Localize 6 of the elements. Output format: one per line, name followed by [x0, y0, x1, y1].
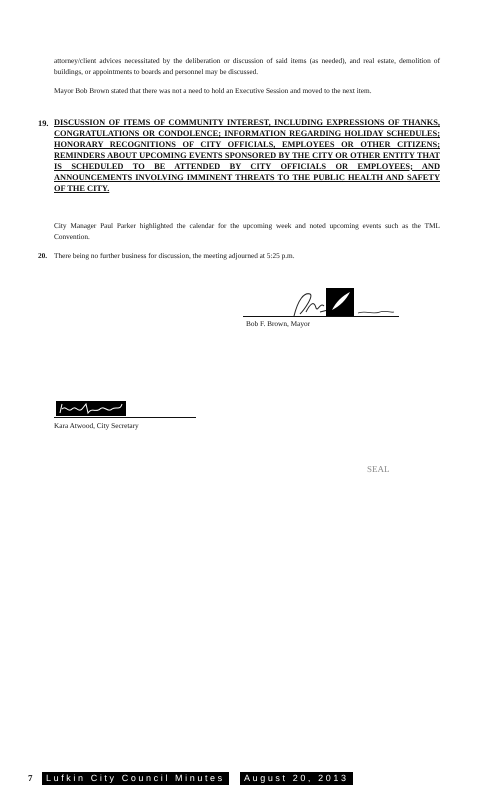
seal-text: SEAL: [367, 463, 390, 476]
footer-title: Lufkin City Council Minutes: [42, 772, 229, 786]
item-heading: DISCUSSION OF ITEMS OF COMMUNITY INTEREST, INCLUDING EXPRESSIONS OF THANKS, CONGRATULATIONS OR CONDOLENCE; INFORMATION REGARDING HOLIDAY SCHEDULES; HONORARY RECOGNITIONS OF CITY OFFICIALS, EMPLOYEES OR OTHER CITIZENS; REMINDERS ABOUT UPCOMING EVENTS SPONSORED BY THE CITY OR OTHER ENTITY THAT IS SCHEDULED TO BE ATTENDED BY CITY OFFICIALS OR EMPLOYEES; AND ANNOUNCEMENTS INVOLVING IMMINENT THREATS TO THE PUBLIC HEALTH AND SAFETY OF THE CITY.: [54, 118, 440, 194]
item-number: 19.: [38, 118, 48, 130]
footer-date: August 20, 2013: [240, 772, 353, 786]
page-number: 7: [28, 772, 32, 785]
